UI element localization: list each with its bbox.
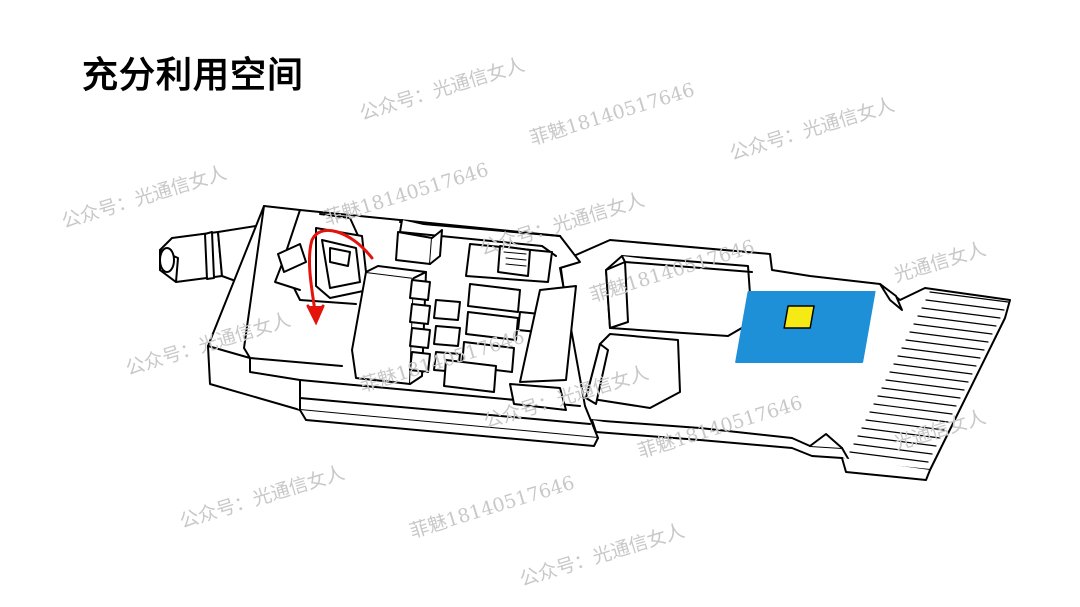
large-ic [605, 255, 753, 337]
optical-block [277, 227, 369, 299]
yellow-die [783, 305, 815, 329]
housing-rail [509, 285, 577, 411]
lc-connector [159, 225, 261, 291]
small-ic [585, 333, 681, 409]
optical-path-arrow [306, 228, 374, 326]
page-title: 充分利用空间 [82, 55, 305, 96]
